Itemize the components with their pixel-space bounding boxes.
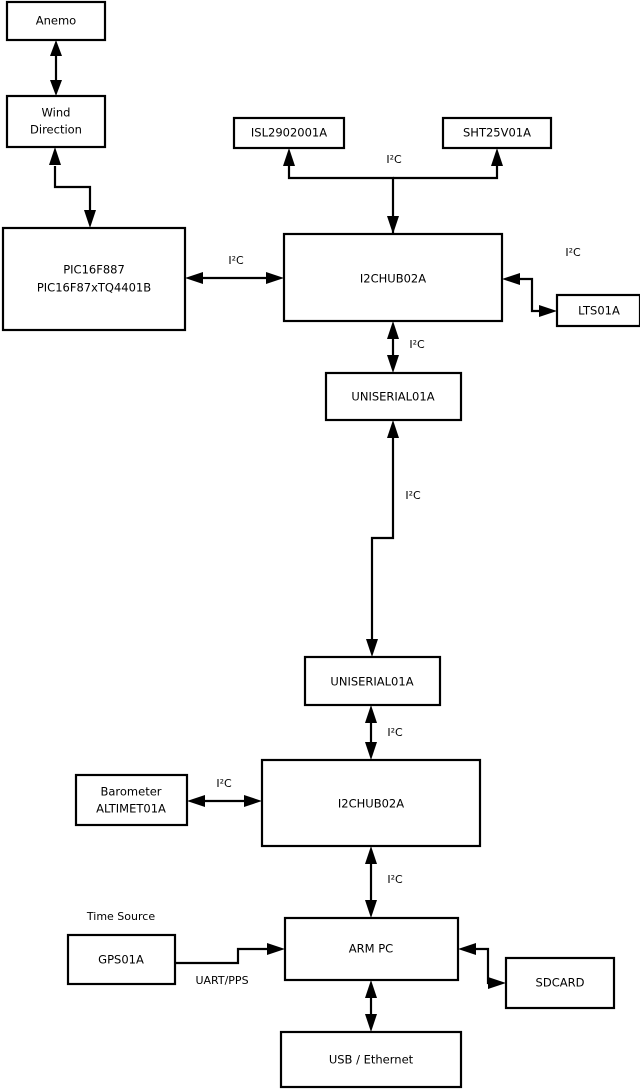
arrow-head-right	[267, 943, 285, 955]
label-time-source: Time Source	[86, 910, 155, 923]
edge-label-hub-to-lts: I²C	[565, 246, 581, 259]
arrow-head-up	[50, 40, 62, 56]
node-wind-direction[interactable]: Wind Direction	[5, 94, 107, 149]
node-lts-label: LTS01A	[578, 304, 620, 318]
arrow-head-left	[185, 272, 203, 284]
arrow-head-down	[50, 80, 62, 96]
node-usb-ethernet[interactable]: USB / Ethernet	[279, 1030, 463, 1089]
arrow-head-up-sht	[491, 148, 503, 166]
arrow-head-right	[244, 795, 262, 807]
edge-pic-hub-top: I²C	[185, 254, 284, 284]
node-anemo-label: Anemo	[36, 14, 76, 28]
node-uniserial-bottom-box	[303, 655, 442, 707]
arrow-head-up	[387, 321, 399, 339]
arrow-head-left-hub	[502, 273, 520, 285]
node-isl2902001a[interactable]: ISL2902001A	[232, 116, 346, 150]
edge-label-sensors-to-hub: I²C	[386, 153, 402, 166]
node-usb-ethernet-label: USB / Ethernet	[329, 1053, 414, 1067]
arrow-head-left-arm	[458, 943, 476, 955]
node-anemo[interactable]: Anemo	[5, 0, 107, 42]
arrow-head-up-isl	[283, 148, 295, 166]
node-hub-top-label: I2CHUB02A	[360, 272, 426, 286]
arrow-head-down	[365, 900, 377, 918]
edge-label-gps-to-arm: UART/PPS	[195, 974, 248, 987]
arrow-head-up	[49, 147, 61, 165]
node-i2chub02a-top[interactable]: I2CHUB02A	[282, 232, 504, 323]
arrow-head-down	[365, 742, 377, 760]
node-barometer-altimet01a[interactable]: Barometer ALTIMET01A	[74, 773, 189, 827]
node-sht25v01a[interactable]: SHT25V01A	[441, 116, 553, 150]
node-lts-box	[555, 293, 640, 328]
edge-uniserial-link: I²C	[366, 420, 421, 657]
node-pic-label-line2: PIC16F87xTQ4401B	[37, 281, 151, 295]
edge-label-barometer-to-hub: I²C	[216, 777, 232, 790]
node-arm-pc[interactable]: ARM PC	[283, 916, 460, 982]
arrow-head-up	[365, 705, 377, 723]
edge-gps-arm-pc: UART/PPS	[175, 943, 285, 987]
edge-label-hub-to-uniserial: I²C	[409, 338, 425, 351]
node-isl-label: ISL2902001A	[251, 126, 327, 140]
node-pic-microcontroller[interactable]: PIC16F887 PIC16F87xTQ4401B	[1, 226, 187, 332]
node-hub-top-box	[282, 232, 504, 323]
node-pic-box	[1, 226, 187, 332]
arrow-head-left	[187, 795, 205, 807]
node-wind-direction-label-line2: Direction	[30, 123, 82, 137]
node-wind-direction-label-line1: Wind	[42, 106, 71, 120]
node-sdcard-box	[504, 956, 616, 1010]
edge-barometer-hub-bottom: I²C	[187, 777, 262, 807]
arrow-head-down-hub	[387, 216, 399, 234]
arrow-head-right-lts	[539, 305, 557, 317]
edge-label-pic-to-hub: I²C	[228, 254, 244, 267]
node-uniserial-bottom-label: UNISERIAL01A	[330, 675, 413, 689]
node-sdcard-label: SDCARD	[536, 976, 585, 990]
arrow-head-up	[365, 980, 377, 998]
node-uniserial-top-label: UNISERIAL01A	[351, 390, 434, 404]
node-sdcard[interactable]: SDCARD	[504, 956, 616, 1010]
edge-hub-top-sensors: I²C	[283, 148, 503, 234]
arrow-head-right-sdcard	[488, 977, 506, 989]
node-barometer-label-line1: Barometer	[100, 785, 161, 799]
node-gps-box	[66, 933, 177, 986]
node-uniserial01a-top[interactable]: UNISERIAL01A	[324, 371, 463, 422]
node-uniserial01a-bottom[interactable]: UNISERIAL01A	[303, 655, 442, 707]
edge-uniserial-bottom-hub-bottom: I²C	[365, 705, 403, 760]
node-barometer-label-line2: ALTIMET01A	[96, 802, 166, 816]
node-gps01a[interactable]: GPS01A	[66, 933, 177, 986]
node-sht-label: SHT25V01A	[463, 126, 531, 140]
edge-anemo-wind-direction	[50, 40, 62, 96]
arrow-head-down	[365, 1014, 377, 1032]
node-hub-bottom-box	[260, 758, 482, 848]
node-arm-pc-label: ARM PC	[349, 942, 393, 956]
arrow-head-down	[387, 355, 399, 373]
edge-arm-pc-usb-ethernet	[365, 980, 377, 1032]
arrow-head-down	[366, 639, 378, 657]
node-hub-bottom-label: I2CHUB02A	[338, 797, 404, 811]
edge-label-uniserial-link: I²C	[405, 489, 421, 502]
node-wind-direction-box	[5, 94, 107, 149]
edge-label-hub-bottom-to-arm: I²C	[387, 873, 403, 886]
node-pic-label-line1: PIC16F887	[63, 263, 125, 277]
node-lts01a[interactable]: LTS01A	[555, 293, 640, 328]
edge-hub-bottom-arm-pc: I²C	[365, 846, 403, 918]
node-arm-pc-box	[283, 916, 460, 982]
node-gps-label: GPS01A	[98, 953, 144, 967]
arrow-head-up	[387, 420, 399, 438]
edge-hub-top-lts: I²C	[502, 246, 581, 317]
edge-hub-top-uniserial-top: I²C	[387, 321, 425, 373]
arrow-head-right	[266, 272, 284, 284]
arrow-head-down	[84, 210, 96, 228]
arrow-head-up	[365, 846, 377, 864]
node-i2chub02a-bottom[interactable]: I2CHUB02A	[260, 758, 482, 848]
node-usb-ethernet-box	[279, 1030, 463, 1089]
node-uniserial-top-box	[324, 371, 463, 422]
edge-label-uniserial-to-hub-bottom: I²C	[387, 726, 403, 739]
node-barometer-box	[74, 773, 189, 827]
edge-pic-wind-direction	[49, 147, 96, 228]
edge-arm-pc-sdcard	[458, 943, 506, 989]
